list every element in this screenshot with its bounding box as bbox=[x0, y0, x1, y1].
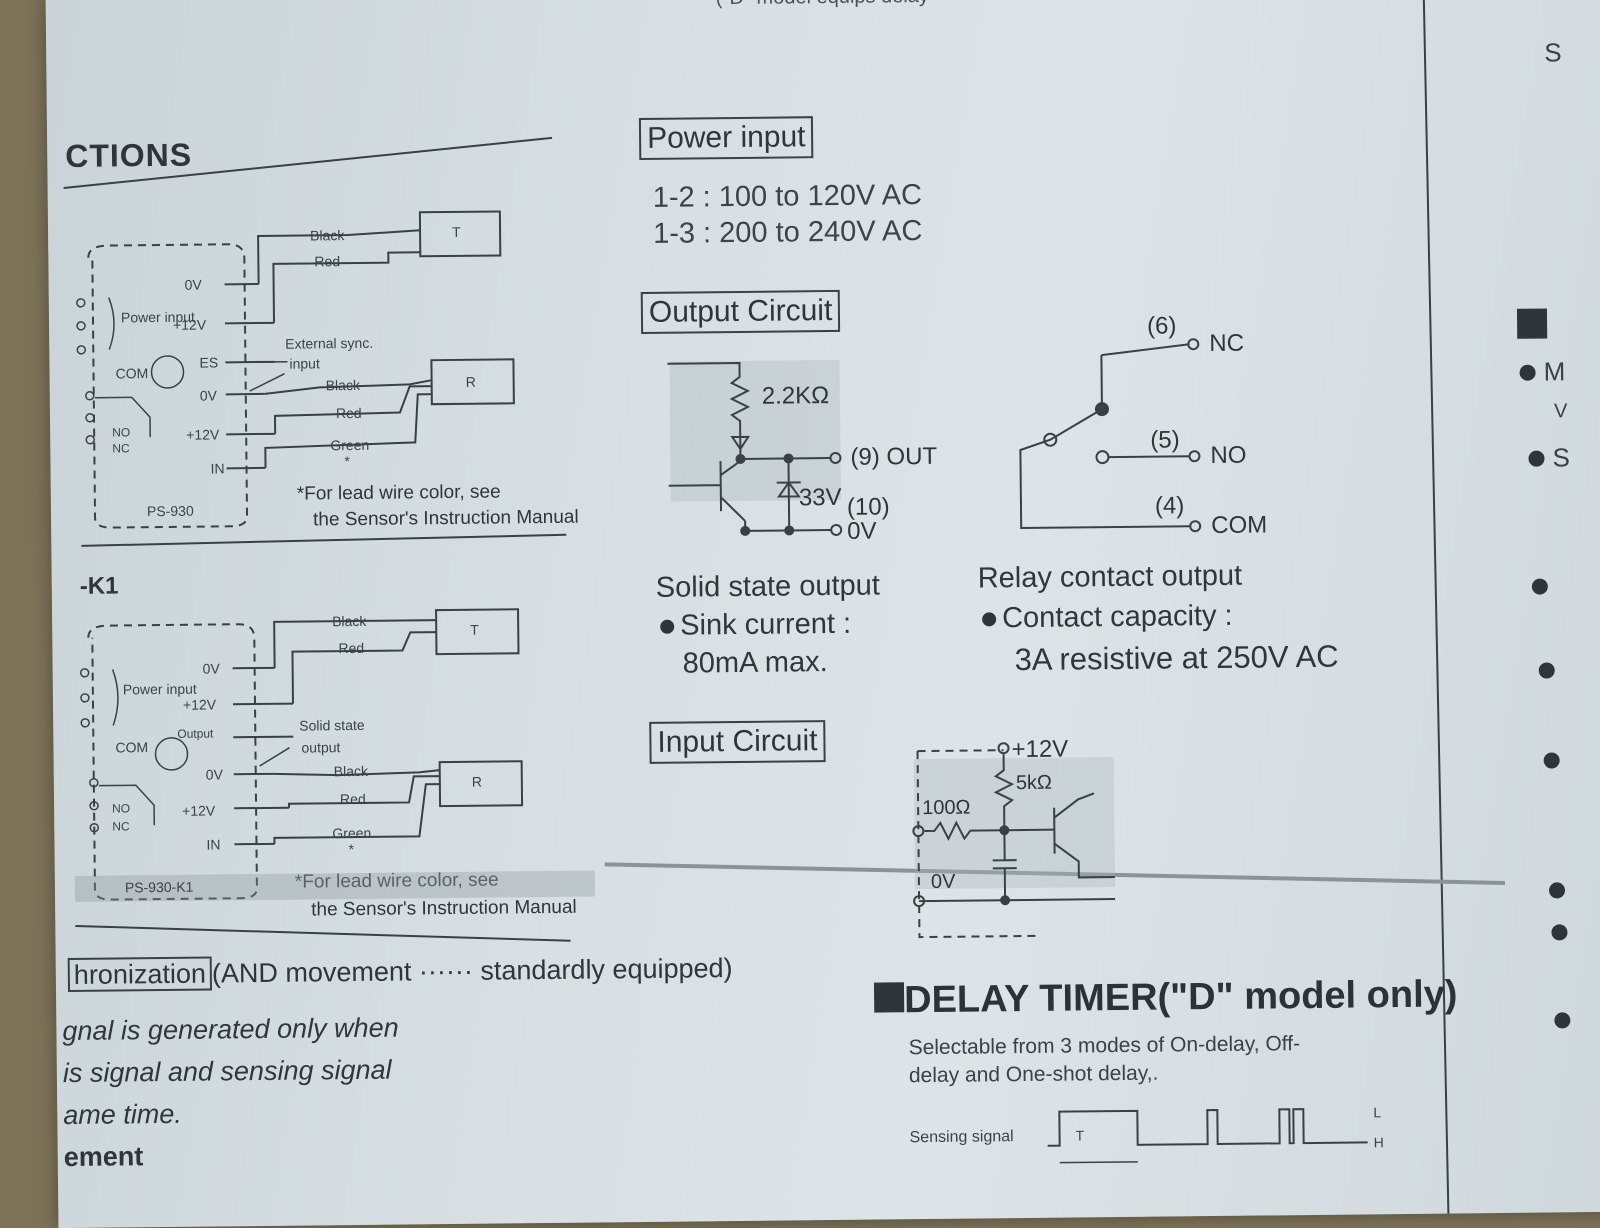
right-edge-bullet-icon bbox=[1544, 752, 1560, 768]
manual-sheet: ("D" model equips delay CTIONS -K1 bbox=[46, 0, 1600, 1228]
right-edge-v: V bbox=[1554, 400, 1568, 423]
right-edge-m: M bbox=[1543, 356, 1565, 387]
right-edge-square bbox=[1517, 308, 1547, 343]
right-edge-s: S bbox=[1544, 37, 1562, 68]
black-square-icon bbox=[1517, 308, 1547, 338]
right-edge-bullet-icon bbox=[1551, 924, 1567, 940]
sensing-signal-label: Sensing signal bbox=[909, 1128, 1013, 1147]
right-edge-bullet-icon bbox=[1532, 579, 1548, 595]
right-edge-bullet-icon bbox=[1520, 365, 1536, 381]
right-edge-bullet-icon bbox=[1528, 451, 1544, 467]
sensing-signal-waveform bbox=[46, 0, 1459, 1228]
right-edge-bullet-icon bbox=[1549, 882, 1565, 898]
right-edge-s2: S bbox=[1552, 442, 1570, 473]
right-edge-bullet-icon bbox=[1554, 1012, 1570, 1028]
timing-t-label: T bbox=[1075, 1127, 1084, 1143]
right-edge-bullet-icon bbox=[1539, 662, 1555, 678]
level-h-label: H bbox=[1374, 1134, 1384, 1150]
level-l-label: L bbox=[1373, 1104, 1381, 1120]
